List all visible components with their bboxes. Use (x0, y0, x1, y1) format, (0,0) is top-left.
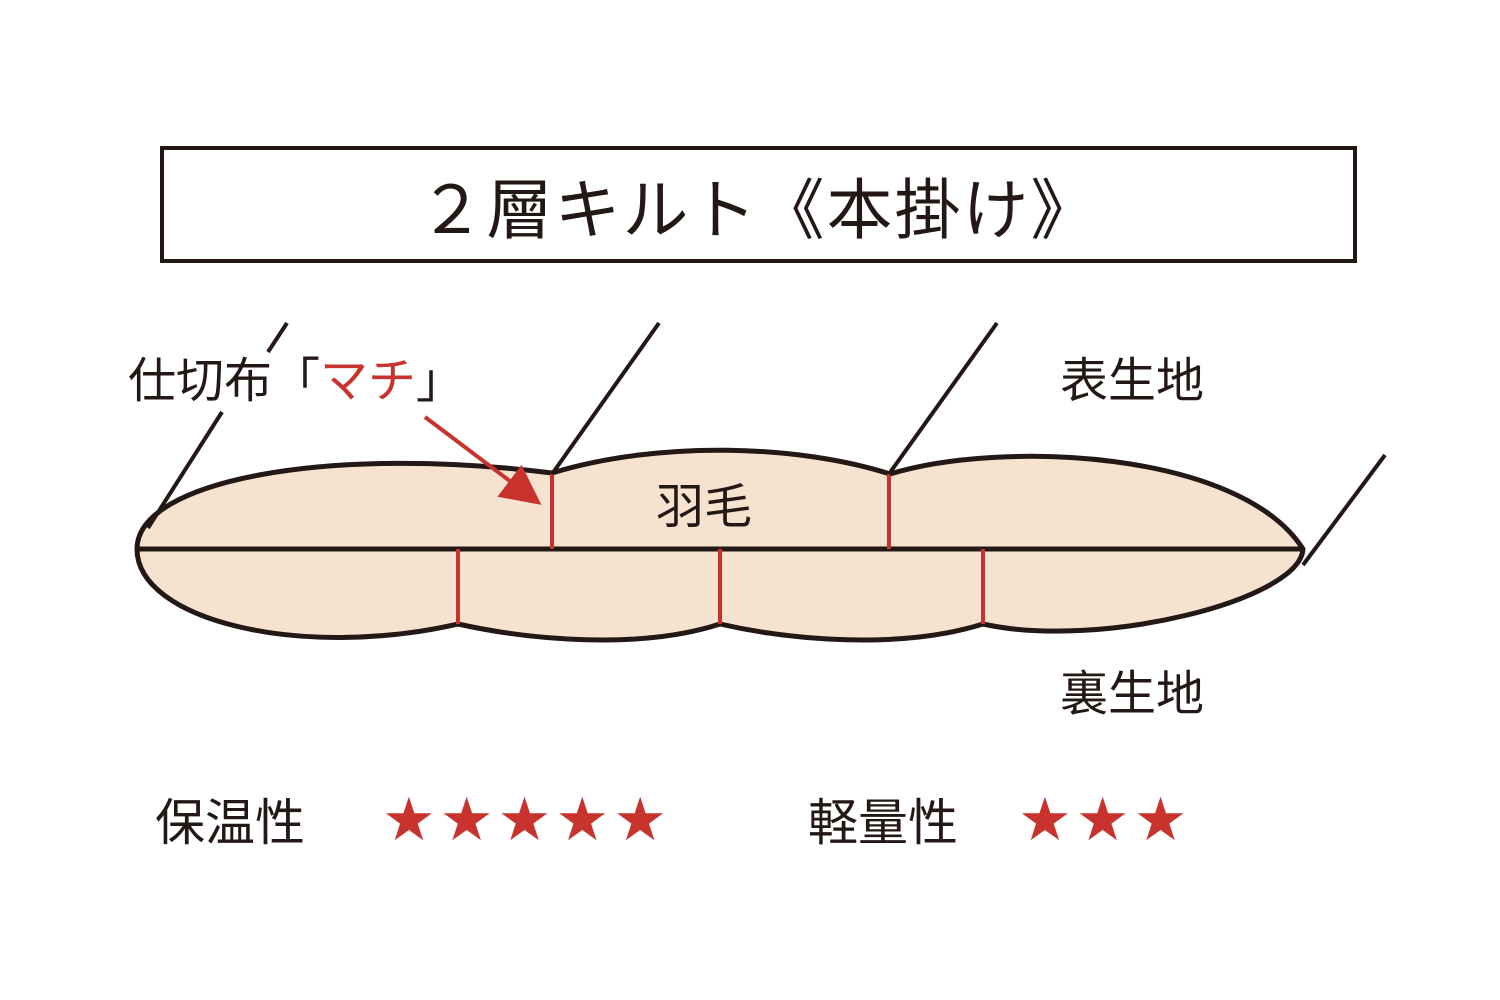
warmth-stars: ★ ★ ★ ★ ★ (382, 790, 667, 850)
star-icon: ★ (613, 785, 667, 855)
star-icon: ★ (497, 785, 552, 855)
warmth-label: 保温性 (155, 794, 305, 852)
star-icon: ★ (1133, 785, 1188, 855)
star-icon: ★ (1018, 785, 1072, 855)
partition-label-suffix: 」 (416, 353, 465, 409)
gusset-arrow (423, 415, 542, 505)
leader-line-1 (266, 321, 289, 354)
diagram-title: ２層キルト《本掛け》 (418, 171, 1099, 249)
partition-cloth-label: 仕切布「マチ」 (128, 357, 464, 405)
title-box: ２層キルト《本掛け》 (160, 146, 1357, 263)
partition-label-prefix: 仕切布「 (128, 353, 321, 409)
leader-line-2 (146, 410, 224, 530)
bottom-fabric-label: 裏生地 (1060, 666, 1205, 722)
star-icon: ★ (382, 785, 436, 855)
star-icon: ★ (439, 785, 494, 855)
star-icon: ★ (1075, 785, 1130, 855)
leader-line-4 (887, 321, 999, 476)
leader-line-3 (550, 321, 661, 476)
down-label: 羽毛 (656, 479, 753, 535)
leader-line-5 (1301, 453, 1387, 567)
lightness-label: 軽量性 (808, 794, 958, 852)
top-fabric-label: 表生地 (1060, 353, 1205, 409)
partition-label-highlight: マチ (320, 353, 417, 409)
star-icon: ★ (555, 785, 610, 855)
lightness-stars: ★ ★ ★ (1018, 790, 1187, 850)
